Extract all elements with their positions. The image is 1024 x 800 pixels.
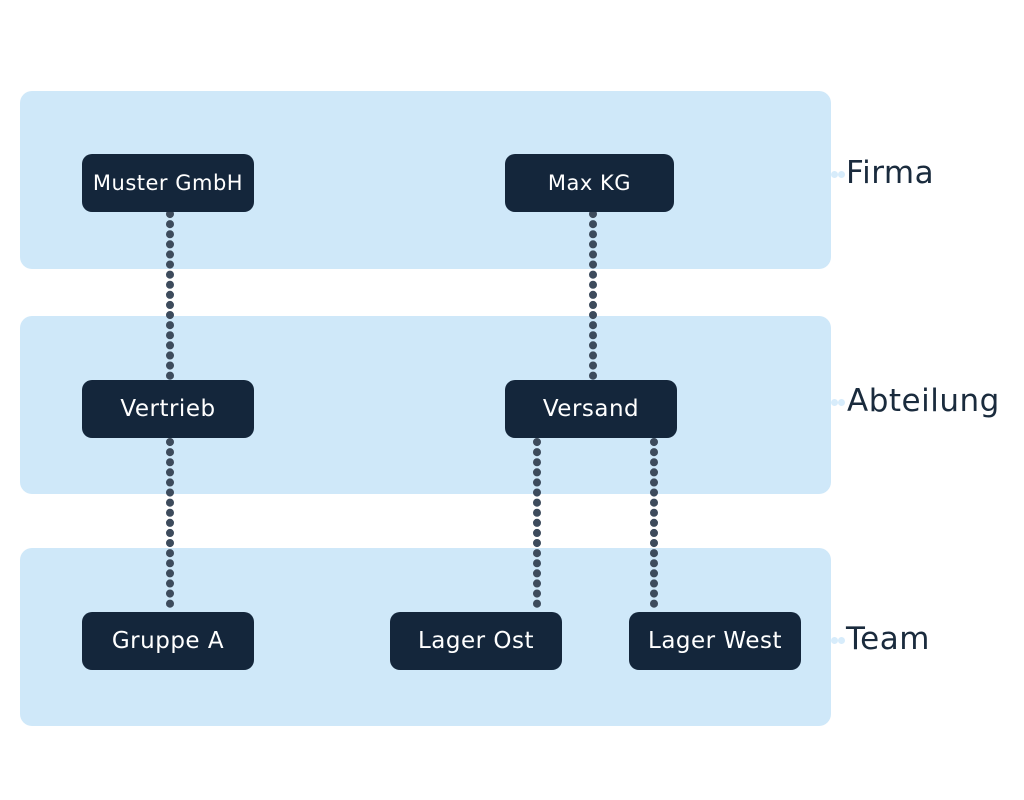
level-marker-firma (831, 171, 838, 178)
node-max-kg[interactable]: Max KG (505, 154, 674, 212)
node-label: Max KG (547, 171, 632, 195)
node-vertrieb[interactable]: Vertrieb (82, 380, 254, 438)
node-label: Muster GmbH (92, 171, 244, 195)
level-marker-abteilung (831, 399, 838, 406)
level-marker-abteilung-2 (838, 399, 845, 406)
level-marker-firma-2 (838, 171, 845, 178)
level-label-abteilung: Abteilung (847, 383, 1000, 419)
node-versand[interactable]: Versand (505, 380, 677, 438)
node-gruppe-a[interactable]: Gruppe A (82, 612, 254, 670)
level-label-firma: Firma (846, 155, 935, 191)
node-lager-ost[interactable]: Lager Ost (390, 612, 562, 670)
node-label: Lager Ost (417, 628, 535, 654)
level-marker-team-2 (838, 637, 845, 644)
node-label: Gruppe A (111, 628, 225, 654)
node-muster-gmbh[interactable]: Muster GmbH (82, 154, 254, 212)
node-lager-west[interactable]: Lager West (629, 612, 801, 670)
node-label: Lager West (648, 628, 782, 654)
level-marker-team (831, 637, 838, 644)
node-label: Versand (542, 396, 640, 422)
node-label: Vertrieb (120, 396, 216, 422)
level-label-team: Team (846, 621, 930, 657)
